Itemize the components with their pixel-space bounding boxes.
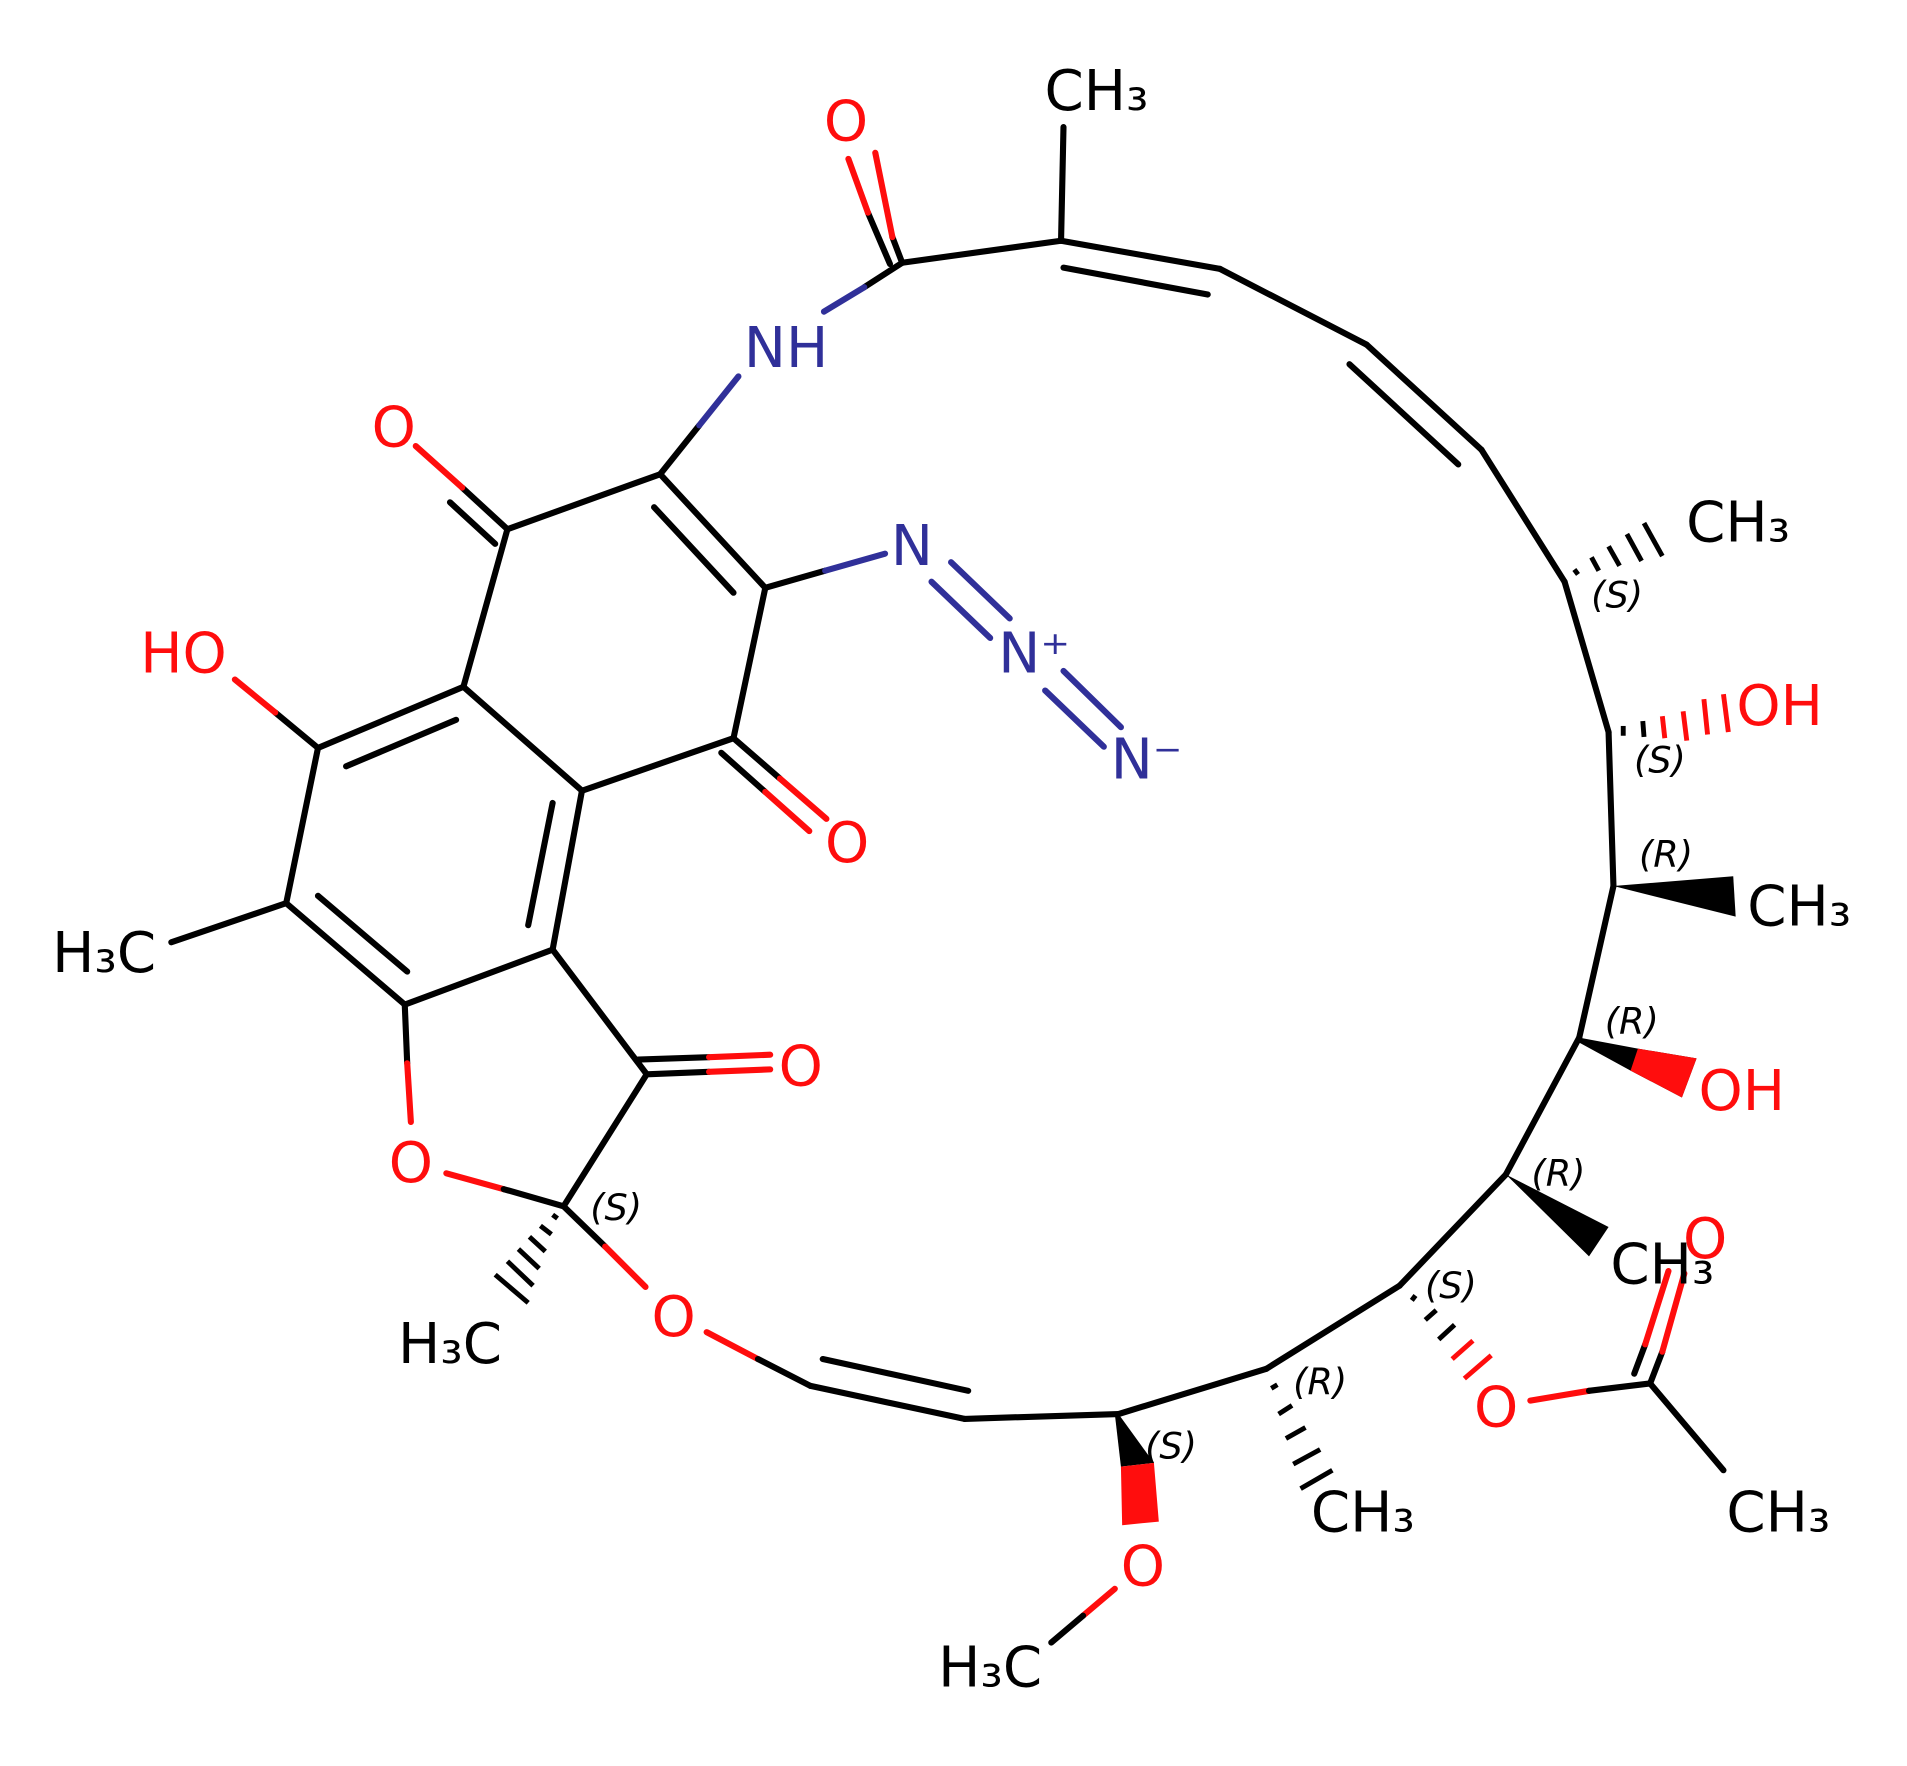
atom-labels: O NH O CH₃ N N⁺ N⁻ O HO H₃C O O H₃C O O … bbox=[52, 59, 1851, 1701]
atom-ho-left: HO bbox=[140, 621, 227, 686]
atom-nh: NH bbox=[744, 316, 828, 381]
stereo-label: (R) bbox=[1293, 1361, 1347, 1404]
atom-o-amide: O bbox=[824, 90, 868, 155]
stereo-label: (S) bbox=[1634, 739, 1686, 782]
atom-h3c-left: H₃C bbox=[52, 921, 156, 986]
stereo-label: (R) bbox=[1531, 1152, 1585, 1195]
stereo-wedges bbox=[493, 521, 1736, 1526]
atom-ch3-top: CH₃ bbox=[1044, 59, 1148, 124]
atom-h3c-ketal: H₃C bbox=[398, 1312, 502, 1377]
atom-o-quinone-right: O bbox=[825, 811, 869, 876]
atom-oh-c10: OH bbox=[1699, 1059, 1786, 1124]
atom-n-azide: N bbox=[891, 514, 933, 579]
atom-n-plus: N⁺ bbox=[998, 621, 1070, 686]
stereo-labels: (S) (S) (R) (R) (R) (S) (R) (S) (S) bbox=[590, 574, 1693, 1468]
stereo-label: (S) bbox=[1145, 1424, 1197, 1467]
stereo-label: (S) bbox=[590, 1186, 642, 1229]
atom-oh-c12: OH bbox=[1736, 674, 1823, 739]
stereo-label: (S) bbox=[1591, 574, 1643, 617]
atom-ch3-acetyl: CH₃ bbox=[1726, 1481, 1830, 1546]
atom-o-ether: O bbox=[652, 1285, 696, 1350]
bonds bbox=[168, 124, 1727, 1646]
atom-o-methoxy: O bbox=[1121, 1534, 1165, 1599]
atom-o-ketone: O bbox=[779, 1034, 823, 1099]
atom-o-acetyl: O bbox=[1683, 1207, 1727, 1272]
stereo-label: (R) bbox=[1605, 1000, 1659, 1043]
atom-ch3-c6: CH₃ bbox=[1311, 1481, 1415, 1546]
stereo-label: (R) bbox=[1639, 833, 1693, 876]
atom-o-quinone-top: O bbox=[372, 395, 416, 460]
atom-ch3-c13: CH₃ bbox=[1686, 491, 1790, 556]
atom-o-ester: O bbox=[1474, 1375, 1518, 1440]
stereo-label: (S) bbox=[1425, 1264, 1477, 1307]
atom-h3c-methoxy: H₃C bbox=[938, 1636, 1042, 1701]
atom-ch3-c9: CH₃ bbox=[1610, 1232, 1714, 1297]
atom-n-minus: N⁻ bbox=[1111, 728, 1183, 793]
atom-ch3-c11: CH₃ bbox=[1747, 874, 1851, 939]
atom-o-furan: O bbox=[389, 1131, 433, 1196]
